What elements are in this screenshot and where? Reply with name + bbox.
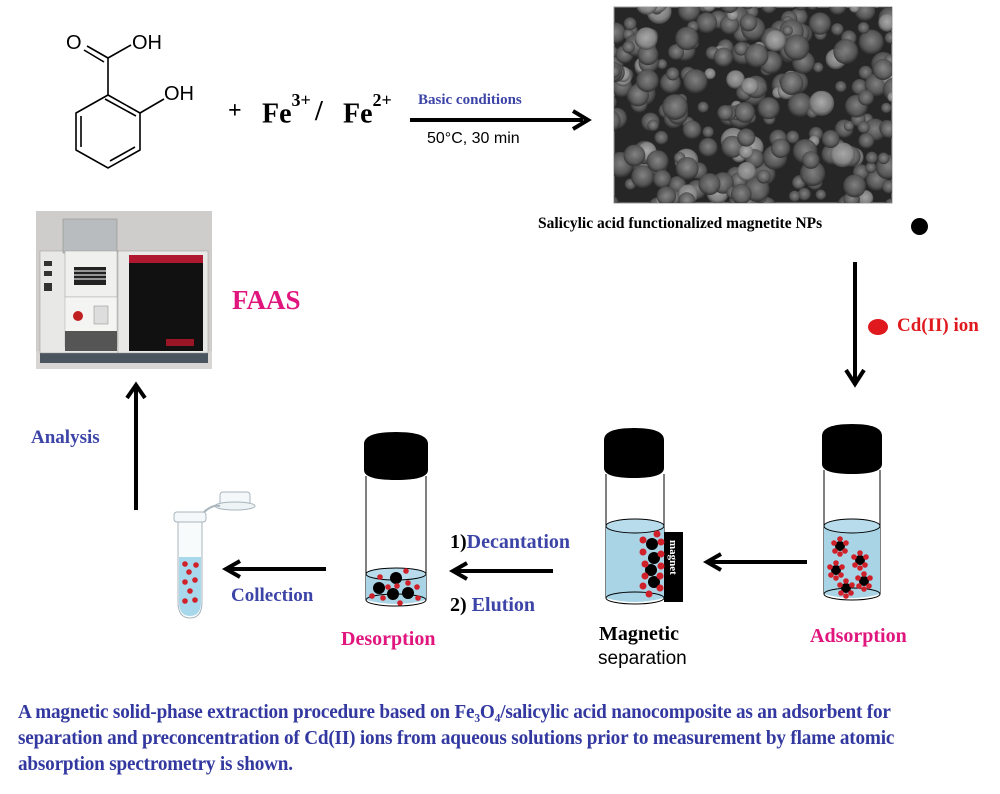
cd-ion <box>831 540 837 546</box>
nanoparticle <box>855 555 865 565</box>
fe3-ion: Fe3+ <box>262 90 311 130</box>
fe2-ion: Fe2+ <box>343 90 392 130</box>
magnetic-separation-vial: magnet <box>604 428 683 605</box>
collection-tube <box>173 491 256 619</box>
figure-caption: A magnetic solid-phase extraction proced… <box>18 702 895 775</box>
decantation-number: 1) <box>450 531 467 553</box>
cd-ion <box>863 554 869 560</box>
fe2-symbol: Fe <box>343 98 373 130</box>
cd-ion <box>861 571 867 577</box>
sem-image <box>613 6 893 204</box>
cd-ion <box>855 575 861 581</box>
desorption-label: Desorption <box>341 628 436 650</box>
cd-ion <box>843 593 849 599</box>
carboxyl-o-atom: O <box>66 32 82 54</box>
cd-ion <box>842 548 848 554</box>
cd-ion <box>862 562 868 568</box>
cd-ion <box>833 575 839 581</box>
nanoparticle <box>831 565 841 575</box>
magnetic-separation-label-line2: separation <box>598 648 687 669</box>
cd-ion <box>866 583 872 589</box>
salicylic-acid-structure: O OH OH <box>66 32 194 169</box>
ion-slash: / <box>315 96 323 127</box>
cd-ion <box>839 564 845 570</box>
cd-ion <box>837 536 843 542</box>
faas-label: FAAS <box>232 285 301 315</box>
cd-ion <box>867 575 873 581</box>
nanoparticle <box>841 583 851 593</box>
analysis-arrow <box>125 381 147 510</box>
cd-ion <box>861 586 867 592</box>
nanoparticle <box>835 541 845 551</box>
nanoparticle-legend-dot <box>911 218 928 235</box>
reaction-arrow <box>410 109 592 131</box>
adsorption-vial <box>822 424 882 601</box>
product-label: Salicylic acid functionalized magnetite … <box>538 215 823 232</box>
desorption-arrow <box>448 561 553 581</box>
fe2-charge: 2+ <box>372 90 392 110</box>
cd-ion <box>832 548 838 554</box>
cd-ion <box>837 582 843 588</box>
cd-ion-legend-dot <box>868 319 888 335</box>
decantation-label: Decantation <box>466 531 570 553</box>
cd-ion <box>857 565 863 571</box>
arrow-bottom-label: 50°C, 30 min <box>427 130 520 147</box>
decantation-step: 1)Decantation <box>450 531 570 554</box>
fe3-charge: 3+ <box>291 90 311 110</box>
cd-ion <box>843 540 849 546</box>
cd-ion <box>851 554 857 560</box>
elution-number: 2) <box>450 594 467 616</box>
cd-ions-in-tube <box>182 561 199 604</box>
collection-arrow <box>221 559 326 579</box>
analysis-label: Analysis <box>31 427 100 448</box>
cd-ion <box>837 551 843 557</box>
cd-ion <box>856 583 862 589</box>
cd-ion <box>828 572 834 578</box>
cd-ion <box>838 590 844 596</box>
desorption-vial <box>364 432 428 607</box>
elution-label: Elution <box>471 594 536 616</box>
plus-sign: + <box>228 98 242 124</box>
magnetic-separation-arrow <box>702 552 807 572</box>
cd-ion <box>848 590 854 596</box>
cd-ion <box>857 550 863 556</box>
carboxyl-oh-group: OH <box>132 32 162 54</box>
adsorption-label: Adsorption <box>810 625 907 647</box>
faas-instrument-photo <box>36 211 212 369</box>
cd-ion <box>833 560 839 566</box>
fe3-symbol: Fe <box>262 98 292 130</box>
cd-ion <box>852 562 858 568</box>
cd-ion <box>843 578 849 584</box>
elution-step: 2) Elution <box>450 594 535 617</box>
cd-ion <box>827 564 833 570</box>
hydroxyl-group: OH <box>164 83 194 105</box>
magnet-label: magnet <box>667 540 679 575</box>
arrow-top-label: Basic conditions <box>418 92 522 108</box>
collection-label: Collection <box>231 585 314 606</box>
cd-ion <box>849 582 855 588</box>
magnetic-separation-label-line1: Magnetic <box>599 623 679 645</box>
cd-ion-label: Cd(II) ion <box>897 315 979 336</box>
nanoparticle <box>859 576 869 586</box>
adsorption-arrow <box>844 262 866 388</box>
cd-ion <box>838 572 844 578</box>
